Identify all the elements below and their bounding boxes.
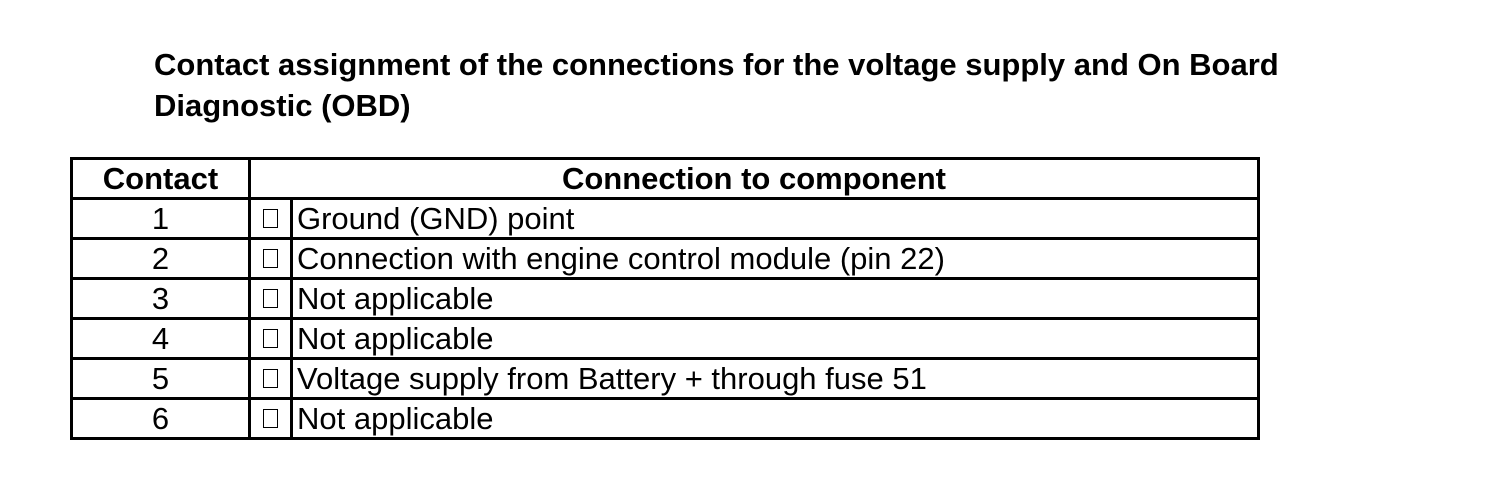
- header-contact: Contact: [70, 157, 251, 200]
- table-row: 5 Voltage supply from Battery + through …: [70, 357, 1260, 400]
- document-title: Contact assignment of the connections fo…: [154, 47, 1279, 123]
- box-icon: [263, 288, 278, 308]
- contact-number: 2: [70, 237, 251, 280]
- table-header-row: Contact Connection to component: [70, 157, 1260, 200]
- header-connection: Connection to component: [248, 157, 1260, 200]
- connection-description: Not applicable: [290, 317, 1260, 360]
- box-icon: [263, 248, 278, 268]
- box-icon: [263, 368, 278, 388]
- contact-number: 1: [70, 197, 251, 240]
- checkbox-glyph-icon: [248, 317, 293, 360]
- contact-number: 5: [70, 357, 251, 400]
- contact-number: 6: [70, 397, 251, 440]
- connection-description: Not applicable: [290, 397, 1260, 440]
- checkbox-glyph-icon: [248, 357, 293, 400]
- table-row: 3 Not applicable: [70, 277, 1260, 320]
- checkbox-glyph-icon: [248, 277, 293, 320]
- box-icon: [263, 208, 278, 228]
- table-row: 1 Ground (GND) point: [70, 197, 1260, 240]
- table-row: 4 Not applicable: [70, 317, 1260, 360]
- checkbox-glyph-icon: [248, 197, 293, 240]
- connection-description: Ground (GND) point: [290, 197, 1260, 240]
- table-row: 6 Not applicable: [70, 397, 1260, 440]
- box-icon: [263, 328, 278, 348]
- box-icon: [263, 408, 278, 428]
- contact-number: 4: [70, 317, 251, 360]
- checkbox-glyph-icon: [248, 237, 293, 280]
- checkbox-glyph-icon: [248, 397, 293, 440]
- table-row: 2 Connection with engine control module …: [70, 237, 1260, 280]
- connection-description: Not applicable: [290, 277, 1260, 320]
- contact-number: 3: [70, 277, 251, 320]
- connection-description: Voltage supply from Battery + through fu…: [290, 357, 1260, 400]
- connection-description: Connection with engine control module (p…: [290, 237, 1260, 280]
- contact-assignment-table: Contact Connection to component 1 Ground…: [70, 157, 1260, 440]
